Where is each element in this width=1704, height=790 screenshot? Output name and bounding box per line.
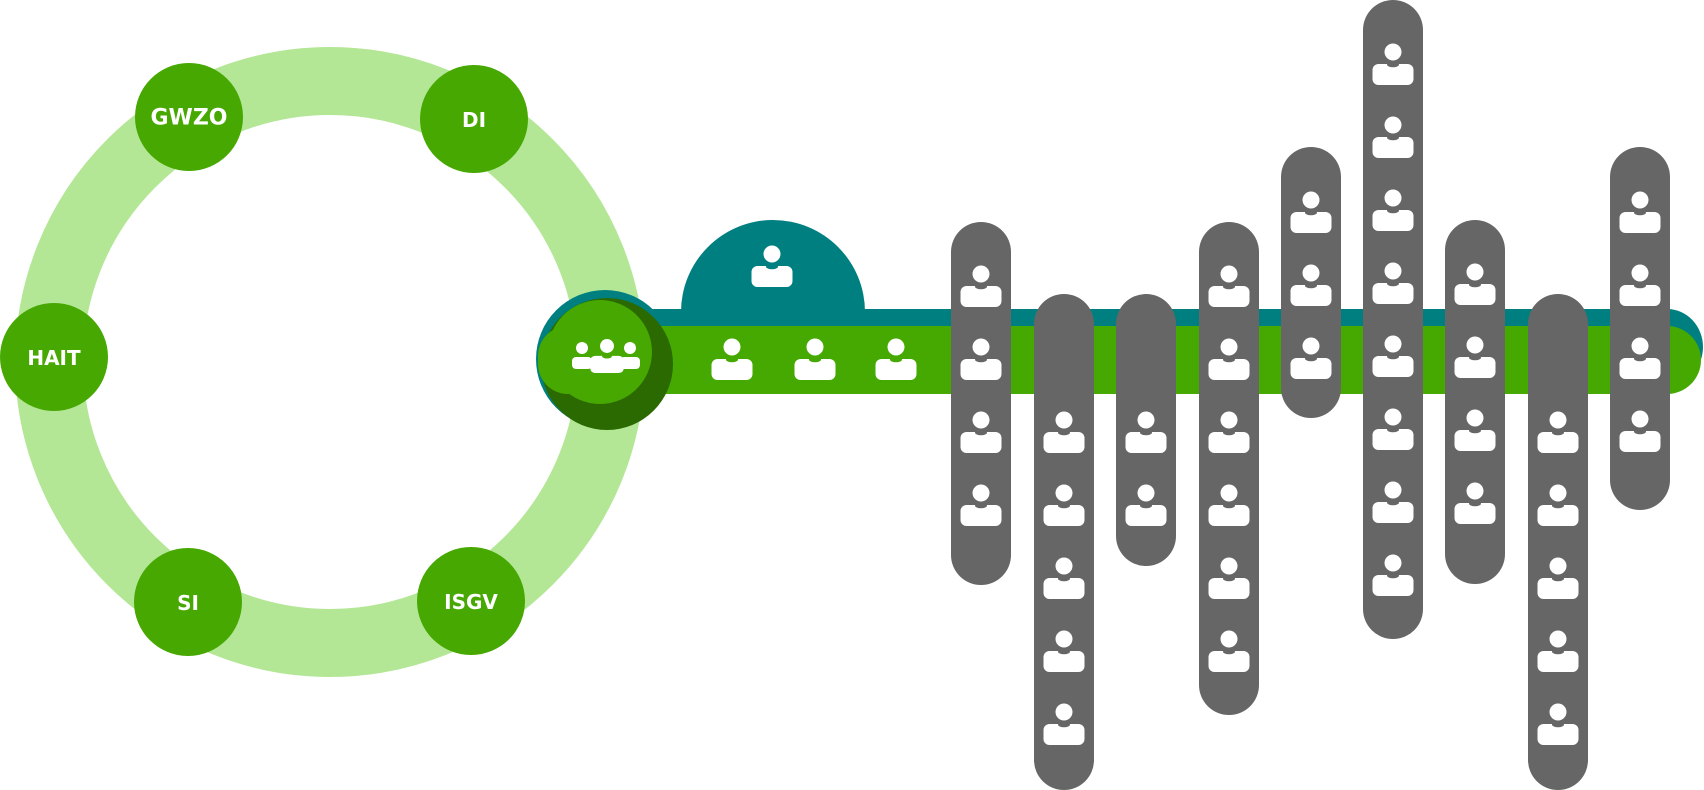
person-icon <box>751 245 793 287</box>
person-icon <box>1372 262 1414 304</box>
person-icon <box>1125 411 1167 453</box>
ring-node-circle <box>0 303 108 411</box>
column-pill <box>951 222 1011 585</box>
group-icon <box>572 339 640 374</box>
ring-node-si: SI <box>134 548 242 656</box>
ring-node-circle <box>420 65 528 173</box>
person-icon <box>794 338 836 380</box>
person-icon <box>1372 43 1414 85</box>
ring-node-isgv: ISGV <box>417 547 525 655</box>
person-icon <box>1454 482 1496 524</box>
person-icon <box>1537 630 1579 672</box>
person-icon <box>1619 337 1661 379</box>
person-icon <box>1619 410 1661 452</box>
ring-node-di: DI <box>420 65 528 173</box>
person-icon <box>960 484 1002 526</box>
person-icon <box>1208 411 1250 453</box>
column-1 <box>951 222 1011 585</box>
ring-node-label: DI <box>462 108 486 132</box>
person-icon <box>1372 189 1414 231</box>
person-icon <box>1208 630 1250 672</box>
person-icon <box>1290 191 1332 233</box>
person-icon <box>751 245 793 287</box>
ring-node-circle <box>417 547 525 655</box>
person-icon <box>1372 116 1414 158</box>
person-icon <box>1454 336 1496 378</box>
person-icon <box>1619 264 1661 306</box>
person-icon <box>1043 630 1085 672</box>
person-icon <box>1372 335 1414 377</box>
person-icon <box>1537 557 1579 599</box>
column-5 <box>1281 147 1341 418</box>
person-icon <box>1537 703 1579 745</box>
person-icon <box>1537 411 1579 453</box>
person-icon <box>620 342 640 369</box>
person-icon <box>960 338 1002 380</box>
column-9 <box>1610 147 1670 510</box>
person-icon <box>1454 263 1496 305</box>
person-icon <box>1290 337 1332 379</box>
person-icon <box>1290 264 1332 306</box>
person-icon <box>1043 703 1085 745</box>
column-pill <box>1445 220 1505 584</box>
person-icon <box>1043 557 1085 599</box>
hub <box>538 298 673 430</box>
ring-node-circle <box>135 63 243 171</box>
person-icon <box>960 265 1002 307</box>
person-icon <box>1043 411 1085 453</box>
person-icon <box>1619 191 1661 233</box>
person-icon <box>572 342 592 369</box>
person-icon <box>875 338 917 380</box>
person-icon <box>1454 409 1496 451</box>
person-icon <box>711 338 753 380</box>
column-pill <box>1363 0 1423 639</box>
person-icon <box>1372 408 1414 450</box>
person-icon <box>1043 484 1085 526</box>
person-icon <box>1208 338 1250 380</box>
person-icon <box>1372 481 1414 523</box>
column-8 <box>1528 294 1588 790</box>
ring-track <box>15 47 645 677</box>
column-4 <box>1199 222 1259 715</box>
bar-people <box>711 338 917 380</box>
ring-node-label: ISGV <box>444 590 498 614</box>
ring-node-label: GWZO <box>151 106 228 131</box>
person-icon <box>960 411 1002 453</box>
ring-node-gwzo: GWZO <box>135 63 243 171</box>
person-icon <box>1208 557 1250 599</box>
column-2 <box>1034 294 1094 790</box>
person-icon <box>590 339 624 374</box>
column-3 <box>1116 294 1176 566</box>
person-icon <box>1537 484 1579 526</box>
person-icon <box>1208 484 1250 526</box>
ring-node-hait: HAIT <box>0 303 108 411</box>
column-pill <box>1610 147 1670 510</box>
person-icon <box>1208 265 1250 307</box>
hub-left-lobe <box>538 326 602 394</box>
ring-nodes: GWZO DI HAIT SI ISGV <box>0 63 528 656</box>
column-6 <box>1363 0 1423 639</box>
person-icon <box>1125 484 1167 526</box>
ring-node-label: SI <box>177 591 199 615</box>
column-7 <box>1445 220 1505 584</box>
ring-node-circle <box>134 548 242 656</box>
columns <box>951 0 1670 790</box>
ring-node-label: HAIT <box>27 346 81 370</box>
person-icon <box>1372 554 1414 596</box>
